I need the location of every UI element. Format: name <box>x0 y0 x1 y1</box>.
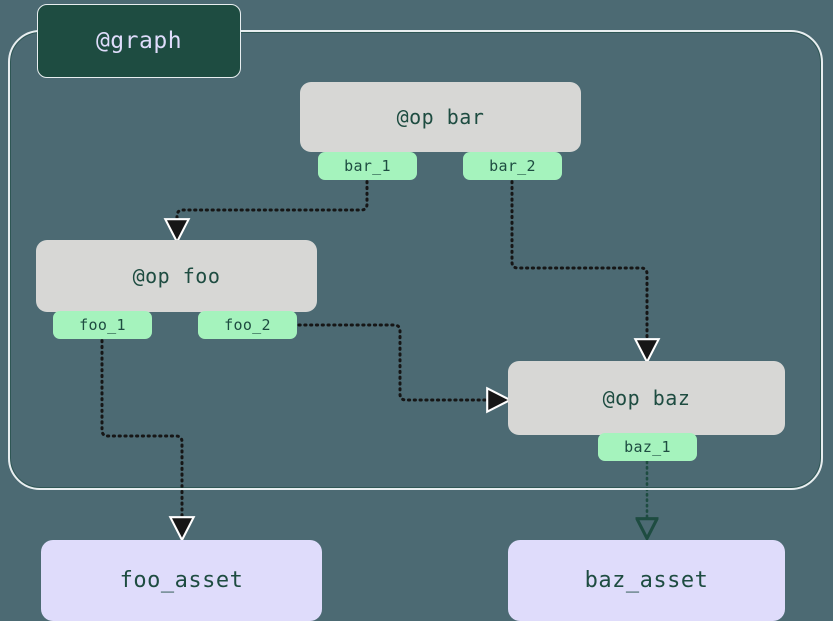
asset-node-baz-asset[interactable]: baz_asset <box>508 540 785 621</box>
op-node-baz[interactable]: @op baz <box>508 361 785 435</box>
port-foo-2[interactable]: foo_2 <box>198 311 297 339</box>
port-baz-1[interactable]: baz_1 <box>598 433 697 461</box>
op-node-foo-title: @op foo <box>132 264 221 288</box>
asset-node-foo-asset[interactable]: foo_asset <box>41 540 322 621</box>
port-foo-1-label: foo_1 <box>79 316 126 334</box>
asset-node-baz-asset-label: baz_asset <box>584 568 709 593</box>
graph-label[interactable]: @graph <box>37 4 241 78</box>
port-foo-2-label: foo_2 <box>224 316 271 334</box>
op-node-bar[interactable]: @op bar <box>300 82 581 152</box>
op-node-baz-title: @op baz <box>602 386 691 410</box>
port-bar-1[interactable]: bar_1 <box>318 152 417 180</box>
port-bar-1-label: bar_1 <box>344 157 391 175</box>
port-foo-1[interactable]: foo_1 <box>53 311 152 339</box>
op-node-bar-title: @op bar <box>396 105 485 129</box>
port-baz-1-label: baz_1 <box>624 438 671 456</box>
asset-node-foo-asset-label: foo_asset <box>119 568 244 593</box>
port-bar-2[interactable]: bar_2 <box>463 152 562 180</box>
op-node-foo[interactable]: @op foo <box>36 240 317 312</box>
port-bar-2-label: bar_2 <box>489 157 536 175</box>
graph-container <box>8 30 823 490</box>
graph-label-text: @graph <box>95 28 183 54</box>
